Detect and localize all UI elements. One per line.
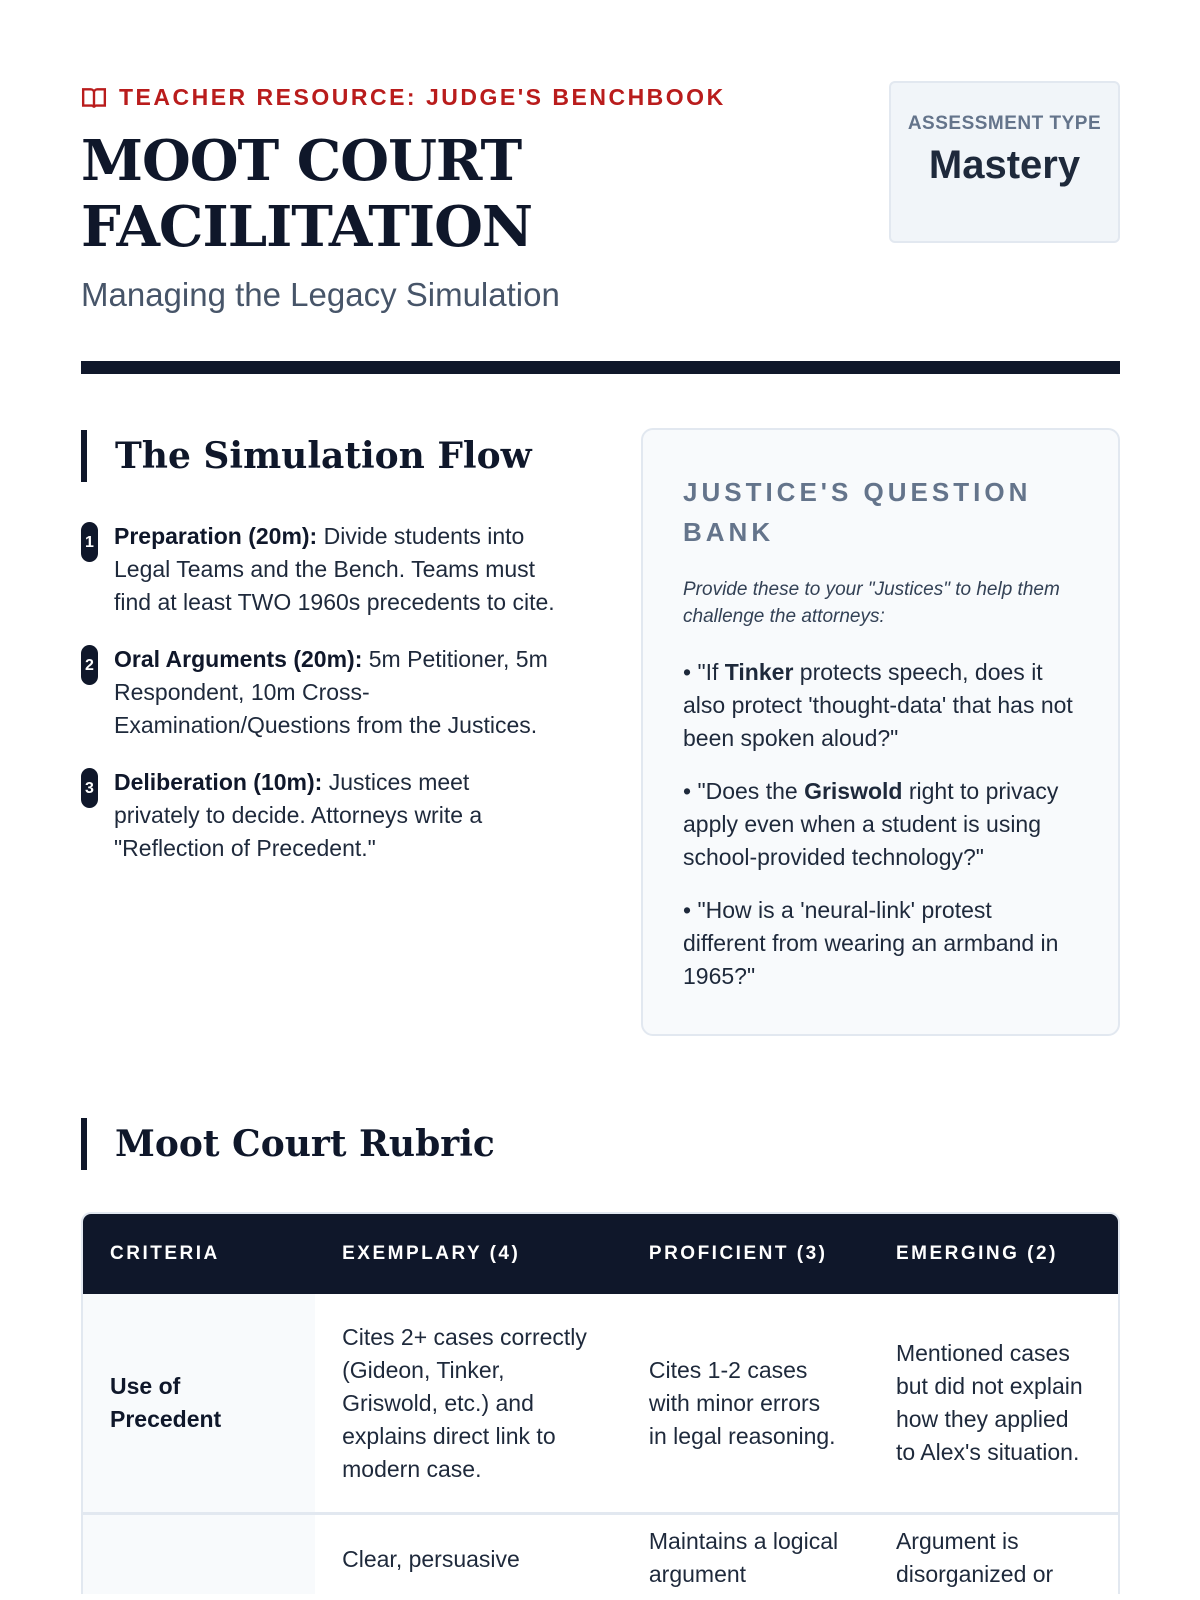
header-divider [81,361,1120,374]
question-bank-intro: Provide these to your "Justices" to help… [683,579,1060,627]
question-text: right to privacy apply even when a stude… [683,778,1059,870]
column-header: CRITERIA [110,1243,220,1264]
flow-steps: 1 Preparation (20m): Divide students into… [81,520,561,889]
question-list: • "If Tinker protects speech, does it al… [683,656,1078,993]
eyebrow: TEACHER RESOURCE: JUDGE'S BENCHBOOK [81,84,726,111]
step-title: Oral Arguments (20m): [114,646,363,672]
rubric-heading: Moot Court Rubric [81,1118,495,1170]
criteria-cell [83,1515,316,1594]
step-title: Preparation (20m): [114,523,318,549]
step-number: 2 [81,645,98,685]
column-header: PROFICIENT (3) [648,1243,828,1264]
table-row: Use of Precedent Cites 2+ cases correctl… [83,1294,1118,1512]
table-cell: Mentioned cases but did not explain how … [895,1340,1083,1465]
question-item: • "How is a 'neural-link' protest differ… [683,894,1078,993]
page-title: MOOT COURT FACILITATION [81,128,533,260]
question-text: • "Does the [683,778,805,804]
step-title: Deliberation (10m): [114,769,323,795]
flow-step: 3 Deliberation (10m): Justices meet priva… [81,766,561,865]
column-header: EXEMPLARY (4) [342,1243,521,1264]
question-text: • "If [683,659,725,685]
rubric-table: CRITERIA EXEMPLARY (4) PROFICIENT (3) EM… [81,1212,1120,1594]
question-bank-card: JUSTICE'S QUESTION BANK Provide these to… [641,428,1120,1036]
case-name: Griswold [804,778,903,804]
table-cell: Cites 2+ cases correctly (Gideon, Tinker… [342,1323,587,1482]
flow-step: 1 Preparation (20m): Divide students into… [81,520,561,619]
column-header: EMERGING (2) [895,1243,1058,1264]
question-text: protects speech, does it also protect 't… [683,659,1073,751]
book-icon [81,87,107,108]
table-row: Clear, persuasive Maintains a logical ar… [83,1512,1118,1594]
step-number: 1 [81,522,98,562]
question-bank-heading: JUSTICE'S QUESTION BANK [683,477,1032,547]
question-item: • "Does the Griswold right to privacy ap… [683,775,1078,874]
page-subtitle: Managing the Legacy Simulation [81,276,560,313]
step-number: 3 [81,768,98,808]
table-cell: Maintains a logical argument [648,1528,839,1587]
badge-value: Mastery [928,143,1081,187]
flow-heading: The Simulation Flow [81,430,532,482]
step-text: Divide students into Legal Teams and the… [114,523,555,615]
badge-label: ASSESSMENT TYPE [907,113,1102,134]
step-text: 5m Petitioner, 5m Respondent, 10m Cross-… [114,646,548,738]
question-text: • "How is a 'neural-link' protest differ… [683,897,1059,989]
case-name: Tinker [724,659,794,685]
table-cell: Clear, persuasive [342,1546,520,1572]
assessment-type-badge: ASSESSMENT TYPE Mastery [889,81,1120,243]
flow-step: 2 Oral Arguments (20m): 5m Petitioner, 5m… [81,643,561,742]
table-cell: Argument is disorganized or [895,1528,1054,1587]
table-header: CRITERIA EXEMPLARY (4) PROFICIENT (3) EM… [83,1214,1118,1294]
question-item: • "If Tinker protects speech, does it al… [683,656,1078,755]
step-text: Justices meet privately to decide. Attor… [114,769,483,861]
table-cell: Cites 1-2 cases with minor errors in leg… [648,1356,836,1449]
eyebrow-text: TEACHER RESOURCE: JUDGE'S BENCHBOOK [119,84,726,110]
criteria-cell: Use of Precedent [83,1294,316,1512]
